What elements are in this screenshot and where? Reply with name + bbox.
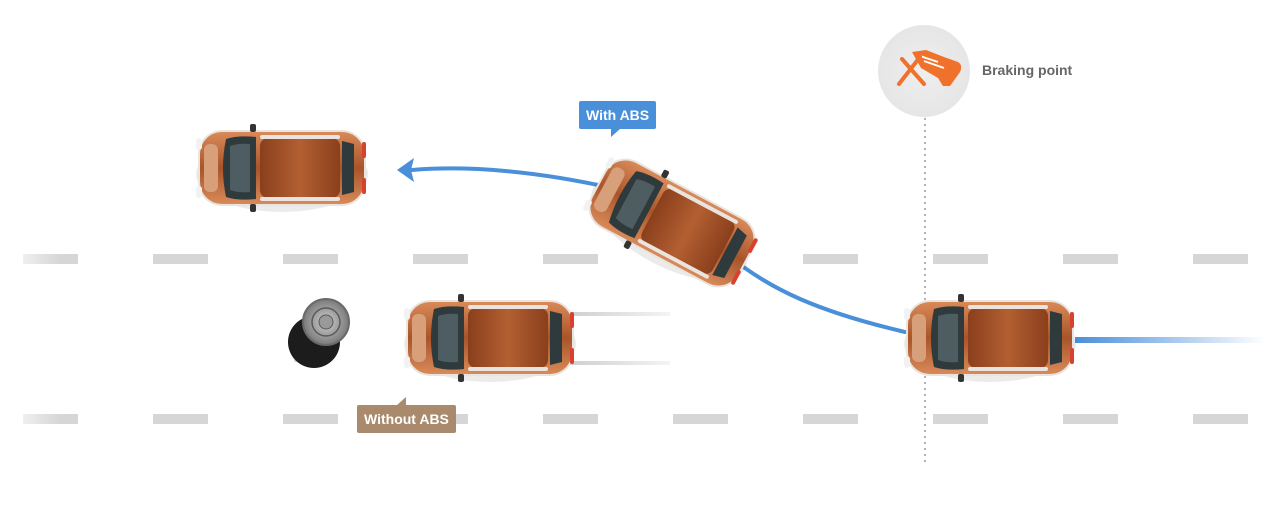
lane-dash xyxy=(543,414,598,424)
incoming-trail xyxy=(1075,337,1265,343)
lane-dash xyxy=(933,254,988,264)
lane-dash xyxy=(153,414,208,424)
lane-dash xyxy=(803,414,858,424)
lane-dash xyxy=(283,414,338,424)
braking-point-label: Braking point xyxy=(982,62,1073,78)
car-with-abs-swerving xyxy=(575,143,769,303)
lane-dash xyxy=(1193,254,1248,264)
without-abs-tag: Without ABS xyxy=(357,397,456,433)
arrow-left-icon xyxy=(397,158,414,182)
skid-mark-lower xyxy=(565,361,670,365)
lane-dash xyxy=(1193,414,1248,424)
lane-dash xyxy=(283,254,338,264)
with-abs-tag: With ABS xyxy=(579,101,657,137)
car-with-abs-final xyxy=(196,124,368,212)
lane-dash xyxy=(413,254,468,264)
car-without-abs xyxy=(404,294,576,382)
lane-dash xyxy=(1063,254,1118,264)
skid-mark-upper xyxy=(565,312,670,316)
lane-dash xyxy=(933,414,988,424)
lane-dash xyxy=(673,414,728,424)
foot-on-brake-pedal-icon xyxy=(878,25,970,117)
lane-dash xyxy=(543,254,598,264)
manhole-obstacle-icon xyxy=(288,298,350,368)
lane-dash xyxy=(1063,414,1118,424)
abs-trajectory-upper xyxy=(410,166,614,190)
abs-trajectory xyxy=(726,253,907,334)
car-at-braking-point xyxy=(904,294,1076,382)
lane-dash xyxy=(153,254,208,264)
lane-dash xyxy=(803,254,858,264)
